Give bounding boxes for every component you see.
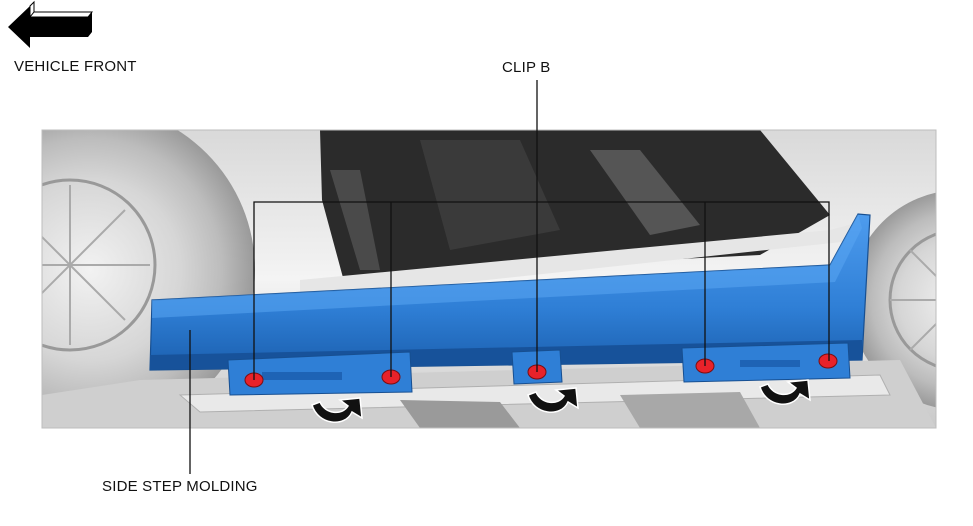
- vehicle-front-label: VEHICLE FRONT: [14, 58, 137, 75]
- removal-arrow-icon: [311, 379, 811, 423]
- front-arrow-icon: [8, 0, 94, 48]
- clip-b-label: CLIP B: [502, 59, 551, 76]
- side-step-molding-label: SIDE STEP MOLDING: [102, 478, 258, 495]
